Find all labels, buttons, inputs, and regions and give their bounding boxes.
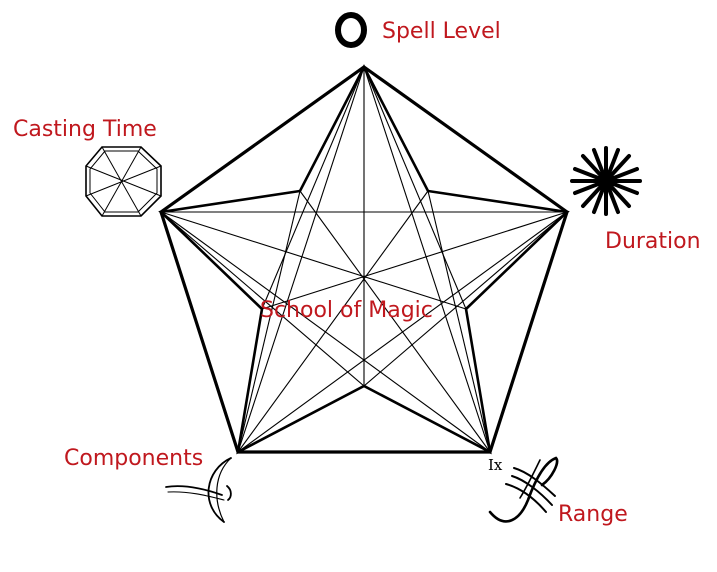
- star-spokes: [160, 66, 568, 453]
- duration-label: Duration: [605, 229, 701, 254]
- outer-pentagon: [159, 65, 569, 454]
- crescent-scribble-icon: [165, 457, 232, 523]
- components-label: Components: [64, 446, 204, 471]
- squiggle-rune-icon: Ix: [488, 456, 559, 523]
- school-of-magic-label: School of Magic: [260, 298, 433, 323]
- octagon-spokes-icon: [85, 146, 162, 217]
- range-label: Range: [558, 502, 628, 527]
- spell-level-label: Spell Level: [382, 19, 501, 44]
- open-circle-rune-icon: [335, 12, 367, 48]
- casting-time-label: Casting Time: [13, 117, 157, 142]
- starburst-icon: [570, 146, 642, 216]
- svg-text:Ix: Ix: [488, 456, 503, 474]
